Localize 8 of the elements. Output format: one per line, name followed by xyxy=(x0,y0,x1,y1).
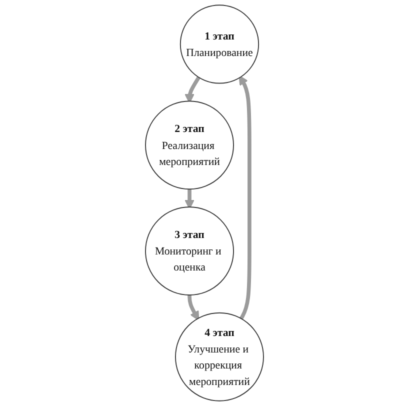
arrow xyxy=(188,294,200,321)
node-circle: 3 этап Мониторинг и оценка xyxy=(145,206,234,296)
node-circle: 1 этап Планирование xyxy=(180,4,260,84)
node-circle: 2 этап Реализация мероприятий xyxy=(145,100,234,190)
node-circle: 4 этап Улучшение и коррекция мероприятий xyxy=(175,312,264,402)
arrow xyxy=(184,76,200,104)
arrow xyxy=(184,188,194,210)
arrow xyxy=(238,75,252,320)
